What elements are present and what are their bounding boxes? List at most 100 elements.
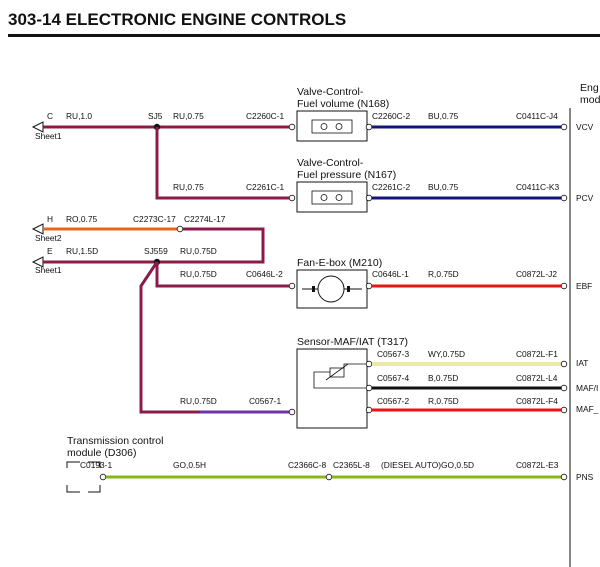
fan-name: Fan-E-box (M210) [297,257,382,269]
maf-thermistor-lead-b [313,371,367,389]
maf-component[interactable] [296,348,368,429]
vcv-pin-ecm[interactable] [560,123,568,131]
pcv-conn-ecm: C0411C-K3 [516,182,559,192]
wire-ru-h-loop[interactable] [157,227,265,264]
fan-wire-in: RU,0.75D [180,269,217,279]
splice-sj559-label: SJ559 [144,246,168,256]
maf-wire-in: RU,0.75D [180,396,217,406]
maf-row2-pin-label: MAF/I [576,383,598,393]
tcm-conn-a: C2366C-8 [288,460,327,470]
maf-row3-conn-ecm: C0872L-F4 [516,396,558,406]
maf-row2-pin-ecm[interactable] [560,384,568,392]
vcv-pin-in[interactable] [288,123,296,131]
maf-row2-wire: B,0.75D [428,373,458,383]
module-label-line2: mod [580,94,600,106]
wire-ru-pcv[interactable] [155,127,290,200]
vcv-valve-icon-a [320,123,328,130]
pcv-solenoid-icon [311,190,353,205]
tcm-inline-connector[interactable] [325,473,333,481]
maf-row1-wire: WY,0.75D [428,349,465,359]
tcm-pin-ecm[interactable] [560,473,568,481]
fan-pin-ecm[interactable] [560,282,568,290]
vcv-name-1: Valve-Control- [297,86,364,98]
pcv-conn-in: C2261C-1 [246,182,285,192]
vcv-conn-in: C2260C-1 [246,111,285,121]
maf-conn-in: C0567-1 [249,396,281,406]
pcv-wire-out: BU,0.75 [428,182,459,192]
splice-sj5-label: SJ5 [148,111,163,121]
maf-row1-conn: C0567-3 [377,349,409,359]
pcv-wire-in: RU,0.75 [173,182,204,192]
tcm-pin[interactable] [99,473,107,481]
vcv-valve-icon-b [335,123,343,130]
maf-row3-pin[interactable] [365,406,373,414]
maf-row3-pin-label: MAF_ [576,404,599,414]
pcv-valve-icon-b [335,194,343,201]
vcv-name-2: Fuel volume (N168) [297,98,389,110]
fan-pin-label: EBF [576,281,592,291]
maf-row3-wire: R,0.75D [428,396,459,406]
offpage-e-letter: E [47,246,53,256]
vcv-solenoid-icon [311,119,353,134]
pcv-pin-label: PCV [576,193,594,203]
tcm-conn: C0193-1 [80,460,112,470]
pcv-pin-ecm[interactable] [560,194,568,202]
maf-row1-pin[interactable] [365,360,373,368]
offpage-h-letter: H [47,214,53,224]
tcm-name-2: module (D306) [67,447,136,459]
offpage-c-sheet: Sheet1 [35,131,62,141]
tcm-conn-ecm: C0872L-E3 [516,460,559,470]
vcv-pin-out[interactable] [365,123,373,131]
maf-row1-pin-ecm[interactable] [560,360,568,368]
maf-row1-pin-label: IAT [576,358,588,368]
e-wire-after: RU,0.75D [180,246,217,256]
maf-thermistor-arrow [325,363,349,381]
fan-conn-in: C0646L-2 [246,269,283,279]
pcv-valve-icon-a [320,194,328,201]
maf-row2-pin[interactable] [365,384,373,392]
vcv-conn-out: C2260C-2 [372,111,411,121]
maf-row2-conn: C0567-4 [377,373,409,383]
tcm-note: (DIESEL AUTO)GO,0.5D [381,460,474,470]
vcv-pin-label: VCV [576,122,594,132]
maf-row2-conn-ecm: C0872L-L4 [516,373,558,383]
wire-label-h: RO,0.75 [66,214,98,224]
maf-row3-pin-ecm[interactable] [560,406,568,414]
pcv-name-2: Fuel pressure (N167) [297,169,396,181]
tcm-component[interactable] [66,461,101,493]
pcv-name-1: Valve-Control- [297,157,364,169]
pcv-pin-out[interactable] [365,194,373,202]
offpage-h-sheet: Sheet2 [35,233,62,243]
vcv-wire-in: RU,0.75 [173,111,204,121]
pcv-pin-in[interactable] [288,194,296,202]
fan-pin-in[interactable] [288,282,296,290]
h-inline-connector[interactable] [176,225,184,233]
pcv-conn-out: C2261C-2 [372,182,411,192]
maf-row1-conn-ecm: C0872L-F1 [516,349,558,359]
fan-pin-out[interactable] [365,282,373,290]
tcm-pin-label: PNS [576,472,594,482]
title-rule [8,34,600,37]
maf-row3-conn: C0567-2 [377,396,409,406]
tcm-conn-b: C2365L-8 [333,460,370,470]
wire-label-c: RU,1.0 [66,111,92,121]
vcv-conn-ecm: C0411C-J4 [516,111,558,121]
tcm-wire: GO,0.5H [173,460,206,470]
fan-wire-out: R,0.75D [428,269,459,279]
offpage-e-sheet: Sheet1 [35,265,62,275]
tcm-name-1: Transmission control [67,435,163,447]
maf-pin-in[interactable] [288,408,296,416]
fan-motor-icon [317,275,345,303]
wire-ru-fan[interactable] [155,262,290,288]
maf-name: Sensor-MAF/IAT (T317) [297,336,408,348]
fan-terminal-a [312,286,315,292]
offpage-c-letter: C [47,111,53,121]
fan-conn-out: C0646L-1 [372,269,409,279]
fan-conn-ecm: C0872L-J2 [516,269,557,279]
module-label-line1: Eng [580,82,599,94]
h-conn-a: C2273C-17 [133,214,176,224]
maf-thermistor-icon [329,367,345,378]
fan-terminal-b [347,286,350,292]
wire-label-e: RU,1.5D [66,246,98,256]
